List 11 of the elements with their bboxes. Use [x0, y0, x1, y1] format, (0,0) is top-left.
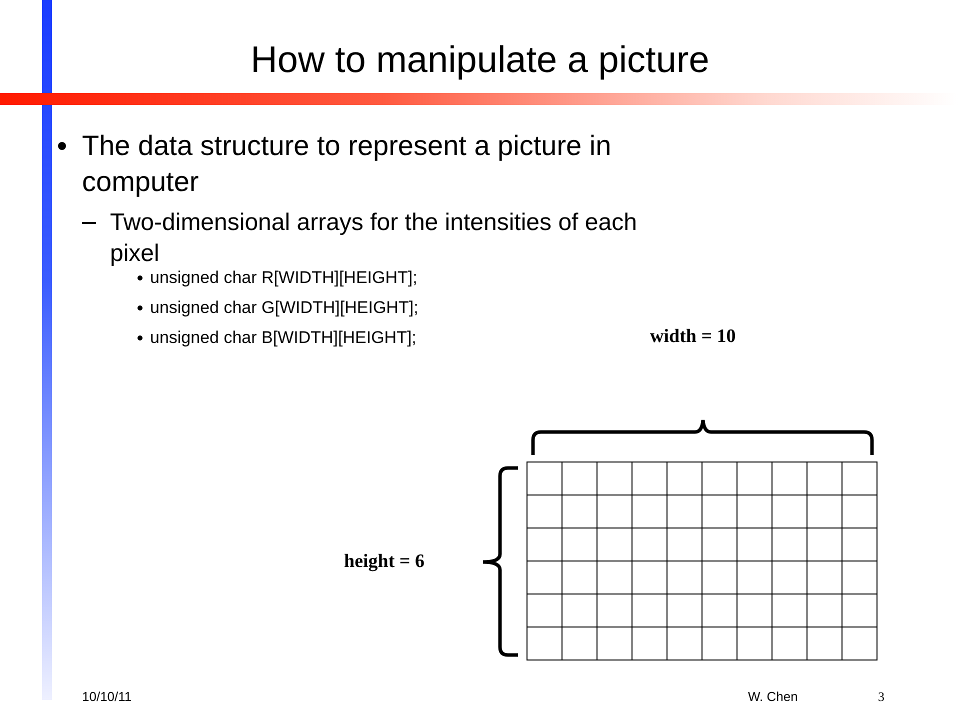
bullet-text: Two-dimensional arrays for the intensities of each pixel	[110, 208, 638, 269]
footer-date: 10/10/11	[82, 689, 132, 704]
code-line: unsigned char G[WIDTH][HEIGHT];	[150, 297, 418, 319]
slide-title: How to manipulate a picture	[250, 38, 710, 82]
page-number: 3	[878, 689, 884, 705]
code-line: unsigned char R[WIDTH][HEIGHT];	[150, 267, 418, 289]
dimension-label: width = 10	[650, 326, 736, 348]
footer-author: W. Chen	[748, 689, 798, 704]
bullet-text: The data structure to represent a picture in computer	[82, 129, 612, 199]
dimension-label: height = 6	[344, 551, 424, 573]
code-line: unsigned char B[WIDTH][HEIGHT];	[150, 327, 416, 349]
